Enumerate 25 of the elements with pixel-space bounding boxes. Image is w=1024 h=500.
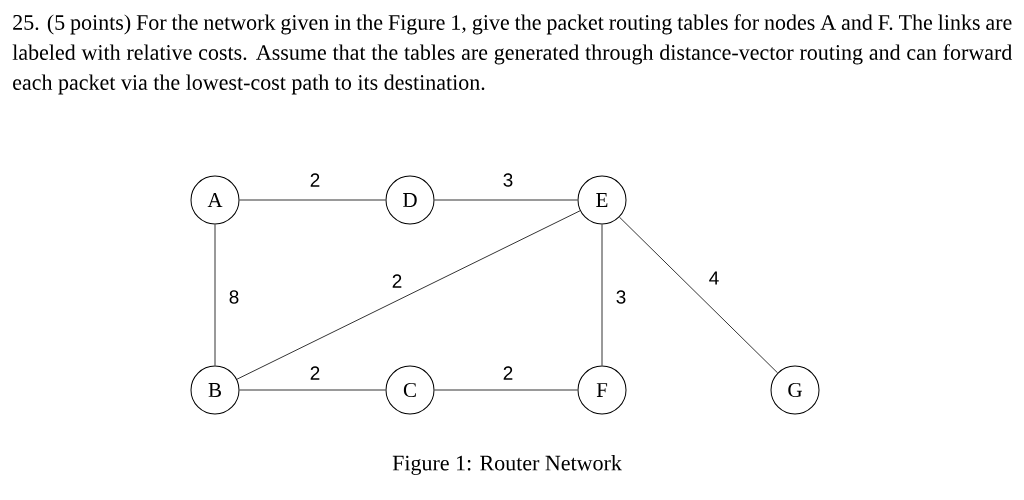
router-node: D [385,175,435,225]
router-node: F [577,365,627,415]
link-line [601,224,603,366]
cost-label: 2 [310,173,320,187]
figure-caption: Figure 1: Router Network [392,455,622,475]
router-node: A [190,175,240,225]
router-node: C [385,365,435,415]
cost-label: 3 [503,173,513,187]
router-node: G [770,365,820,415]
link-line [239,199,386,201]
link-line [619,216,778,374]
router-node: E [577,175,627,225]
link-line [236,210,581,380]
link-line [239,389,386,391]
link-line [434,199,578,201]
cost-label: 2 [503,366,513,380]
cost-label: 3 [616,290,626,304]
cost-label: 8 [229,290,239,304]
cost-label: 2 [310,366,320,380]
cost-label: 2 [392,274,402,288]
cost-label: 4 [709,271,719,285]
router-node: B [190,365,240,415]
question-text: 25. (5 points) For the network given in the Figure 1, give the packet routing tables for nodes A and F. The links are labeled with relative costs. Assume that the tables are generated through distance-vector routing and can forward each packet via the lowest-cost path to its destination. [12,14,1013,95]
link-line [214,224,216,366]
link-line [434,389,578,391]
